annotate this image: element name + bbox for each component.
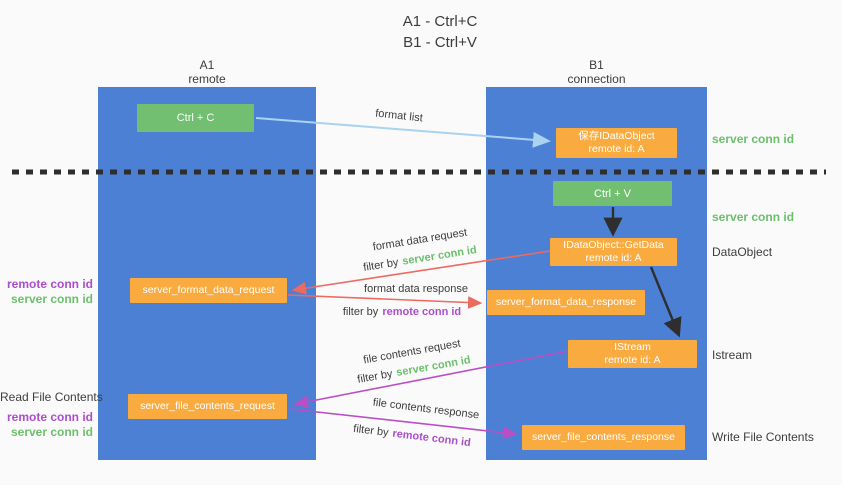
title-line-2: B1 - Ctrl+V bbox=[403, 34, 477, 51]
annotation-write-file-contents: Write File Contents bbox=[712, 430, 814, 444]
lifeline-b1-name: B1 bbox=[589, 58, 604, 72]
node-server-file-contents-response: server_file_contents_response bbox=[522, 425, 685, 450]
left-top-remote-conn-id: remote conn id bbox=[6, 277, 93, 291]
node-ctrl-v-label: Ctrl + V bbox=[594, 187, 631, 200]
annotation-server-conn-id-2: server conn id bbox=[712, 210, 795, 224]
diagram-title: A1 - Ctrl+C B1 - Ctrl+V bbox=[340, 11, 540, 53]
lifeline-a1-name: A1 bbox=[199, 58, 215, 72]
node-server-format-data-request: server_format_data_request bbox=[130, 278, 287, 303]
left-bottom-server-conn-id: server conn id bbox=[10, 425, 93, 439]
remote-conn-id-text-1: remote conn id bbox=[382, 306, 462, 318]
node-idataobject-getdata-line1: IDataObject::GetData bbox=[563, 239, 664, 251]
annotation-left-conn-ids-bottom: remote conn id server conn id bbox=[0, 410, 93, 440]
node-server-format-data-response: server_format_data_response bbox=[487, 290, 645, 315]
remote-conn-id-text-2: remote conn id bbox=[391, 427, 472, 450]
node-istream: IStream remote id: A bbox=[568, 340, 697, 368]
node-save-idataobject-line2: remote id: A bbox=[588, 143, 645, 155]
annotation-server-conn-id-1: server conn id bbox=[712, 132, 795, 146]
filter-by-text-2: filter by bbox=[342, 306, 379, 318]
filter-by-text-1: filter by bbox=[362, 256, 400, 274]
node-save-idataobject-line1: 保存IDataObject bbox=[578, 130, 655, 142]
arrow-format-data-response bbox=[287, 294, 483, 309]
node-idataobject-getdata: IDataObject::GetData remote id: A bbox=[550, 238, 677, 266]
node-idataobject-getdata-line2: remote id: A bbox=[585, 252, 642, 264]
lifeline-b1-role: connection bbox=[567, 72, 626, 86]
filter-by-text-3: filter by bbox=[356, 367, 394, 386]
left-top-server-conn-id: server conn id bbox=[10, 292, 93, 306]
lifeline-a1-role: remote bbox=[188, 72, 226, 86]
annotation-istream: Istream bbox=[712, 348, 753, 362]
node-server-format-data-request-label: server_format_data_request bbox=[142, 284, 275, 296]
label-file-contents-response: file contents response bbox=[372, 396, 480, 422]
annotation-left-conn-ids-top: remote conn id server conn id bbox=[0, 277, 93, 307]
left-bottom-remote-conn-id: remote conn id bbox=[6, 410, 93, 424]
label-format-list: format list bbox=[374, 107, 424, 125]
node-istream-line1: IStream bbox=[614, 341, 651, 353]
title-line-1: A1 - Ctrl+C bbox=[402, 13, 478, 30]
node-save-idataobject: 保存IDataObject remote id: A bbox=[556, 128, 677, 158]
node-server-file-contents-request-label: server_file_contents_request bbox=[140, 400, 275, 412]
filter-by-text-4: filter by bbox=[352, 422, 390, 440]
node-ctrl-v: Ctrl + V bbox=[553, 181, 672, 206]
node-server-format-data-response-label: server_format_data_response bbox=[495, 296, 637, 308]
node-ctrl-c-label: Ctrl + C bbox=[176, 112, 215, 124]
node-ctrl-c: Ctrl + C bbox=[137, 104, 254, 132]
label-format-data-response: format data response bbox=[364, 283, 468, 295]
server-conn-id-text-1: server conn id bbox=[401, 244, 478, 268]
annotation-dataobject: DataObject bbox=[712, 245, 773, 259]
lifeline-header-a1: A1 remote bbox=[98, 58, 316, 86]
node-server-file-contents-request: server_file_contents_request bbox=[128, 394, 287, 419]
annotation-read-file-contents: Read File Contents bbox=[0, 390, 103, 404]
node-server-file-contents-response-label: server_file_contents_response bbox=[531, 431, 675, 443]
lifeline-header-b1: B1 connection bbox=[486, 58, 707, 86]
node-istream-line2: remote id: A bbox=[604, 354, 661, 366]
